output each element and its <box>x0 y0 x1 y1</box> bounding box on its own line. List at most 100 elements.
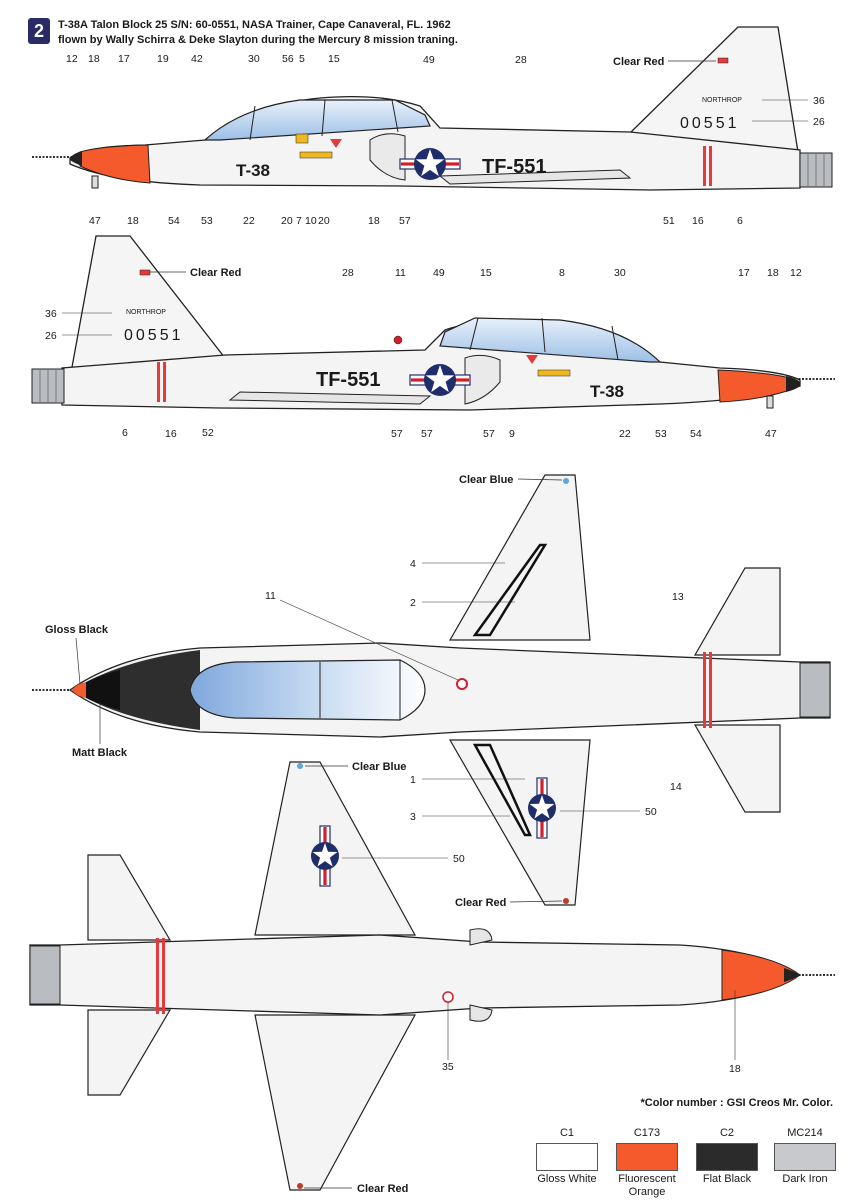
swatch-name: Flat Black <box>702 1173 752 1185</box>
callout-number: 19 <box>157 53 169 65</box>
callout-number: 2 <box>410 597 416 609</box>
callout-number: 18 <box>729 1063 741 1075</box>
callout-number: 49 <box>433 267 445 279</box>
plate-title-line1: T-38A Talon Block 25 S/N: 60-0551, NASA … <box>58 19 451 31</box>
swatch-box <box>616 1143 678 1171</box>
callout-number: 53 <box>655 428 667 440</box>
swatch-box <box>536 1143 598 1171</box>
callout-number: 15 <box>480 267 492 279</box>
callout-number: 14 <box>670 781 682 793</box>
callout-number: 6 <box>122 427 128 439</box>
top-wing-lower <box>448 739 591 906</box>
swatch-code: C2 <box>719 1127 735 1139</box>
callout-clear-red-3: Clear Red <box>455 897 506 909</box>
top-wing-upper <box>448 474 591 641</box>
callout-number: 57 <box>399 215 411 227</box>
callout-number: 28 <box>342 267 354 279</box>
callout-number: 26 <box>45 330 57 342</box>
swatch-box <box>774 1143 836 1171</box>
callout-number: 35 <box>442 1061 454 1073</box>
plate-header: T-38A Talon Block 25 S/N: 60-0551, NASA … <box>58 18 458 48</box>
marking-t38-2: T-38 <box>590 382 624 401</box>
callout-number: 18 <box>368 215 380 227</box>
callout-number: 12 <box>790 267 802 279</box>
callout-number: 11 <box>395 267 406 279</box>
callout-number: 9 <box>509 428 515 440</box>
color-footnote: *Color number : GSI Creos Mr. Color. <box>640 1097 833 1109</box>
callout-number: 52 <box>202 427 214 439</box>
nose-orange <box>79 144 151 184</box>
vertical-tail <box>629 26 799 153</box>
swatch-name: Gloss White <box>537 1173 597 1185</box>
marking-northrop-2: NORTHROP <box>126 309 166 316</box>
callout-number: 28 <box>515 54 527 66</box>
callout-number: 22 <box>619 428 631 440</box>
callout-number: 51 <box>663 215 675 227</box>
swatch-c1: C1 Gloss White <box>536 1125 598 1186</box>
callout-number: 42 <box>191 53 203 65</box>
callout-gloss-black: Gloss Black <box>45 624 109 636</box>
plate-number-badge: 2 <box>28 18 50 44</box>
callout-number: 56 <box>282 53 294 65</box>
callout-number: 20 <box>281 215 293 227</box>
callout-number: 18 <box>88 53 100 65</box>
callout-number: 6 <box>737 215 743 227</box>
callout-clear-blue-2: Clear Blue <box>352 761 406 773</box>
marking-northrop: NORTHROP <box>702 97 742 104</box>
callout-clear-blue-1: Clear Blue <box>459 474 513 486</box>
marking-tail-number: 00551 <box>680 115 740 132</box>
marking-tf551-2: TF-551 <box>316 369 380 391</box>
bottom-wing-lower <box>254 1014 417 1191</box>
swatch-name: Dark Iron <box>782 1173 828 1185</box>
callout-number: 53 <box>201 215 213 227</box>
swatch-code: C1 <box>559 1127 575 1139</box>
color-callouts: Clear Red Clear Red Clear Blue Gloss Bla… <box>45 56 716 1195</box>
callout-clear-red-2: Clear Red <box>190 267 241 279</box>
callout-number: 54 <box>168 215 180 227</box>
swatch-c173: C173 Fluorescent Orange <box>616 1125 678 1199</box>
canopy <box>203 99 431 141</box>
callout-number: 18 <box>127 215 139 227</box>
callout-number: 8 <box>559 267 565 279</box>
bottom-view <box>29 761 835 1191</box>
side-view-left: T-38 TF-551 00551 NORTHROP <box>32 26 833 191</box>
callout-number: 12 <box>66 53 78 65</box>
swatch-name: Fluorescent Orange <box>618 1173 676 1198</box>
callout-number: 57 <box>483 428 495 440</box>
color-swatches: C1 Gloss White C173 Fluorescent Orange C… <box>536 1125 836 1199</box>
swatch-code: MC214 <box>787 1127 823 1139</box>
callout-number: 30 <box>248 53 260 65</box>
callout-number: 10 <box>305 215 317 227</box>
callout-number: 30 <box>614 267 626 279</box>
callout-number: 54 <box>690 428 702 440</box>
nose-black <box>70 151 82 166</box>
marking-tf551: TF-551 <box>482 156 546 178</box>
callout-number: 57 <box>421 428 433 440</box>
callout-matt-black: Matt Black <box>72 747 128 759</box>
callout-number: 5 <box>299 53 305 65</box>
callout-number: 16 <box>165 428 177 440</box>
callout-number: 36 <box>813 95 825 107</box>
marking-tail-number-2: 00551 <box>124 327 184 344</box>
callout-number: 15 <box>328 53 340 65</box>
swatch-c2: C2 Flat Black <box>696 1125 758 1186</box>
callout-number: 47 <box>765 428 777 440</box>
callout-number: 4 <box>410 558 416 570</box>
callout-number: 20 <box>318 215 330 227</box>
callout-number: 50 <box>645 806 657 818</box>
callout-clear-red-4: Clear Red <box>357 1183 408 1195</box>
callout-number: 11 <box>265 590 276 602</box>
callout-number: 13 <box>672 591 684 603</box>
callout-number: 57 <box>391 428 403 440</box>
swatch-mc214: MC214 Dark Iron <box>774 1125 836 1186</box>
callout-number: 36 <box>45 308 57 320</box>
callout-number: 50 <box>453 853 465 865</box>
callout-number: 1 <box>410 774 416 786</box>
callout-clear-red-1: Clear Red <box>613 56 664 68</box>
swatch-code: C173 <box>633 1127 661 1139</box>
callout-number: 17 <box>118 53 130 65</box>
callout-number: 3 <box>410 811 416 823</box>
callout-number: 47 <box>89 215 101 227</box>
callout-number: 49 <box>423 54 435 66</box>
